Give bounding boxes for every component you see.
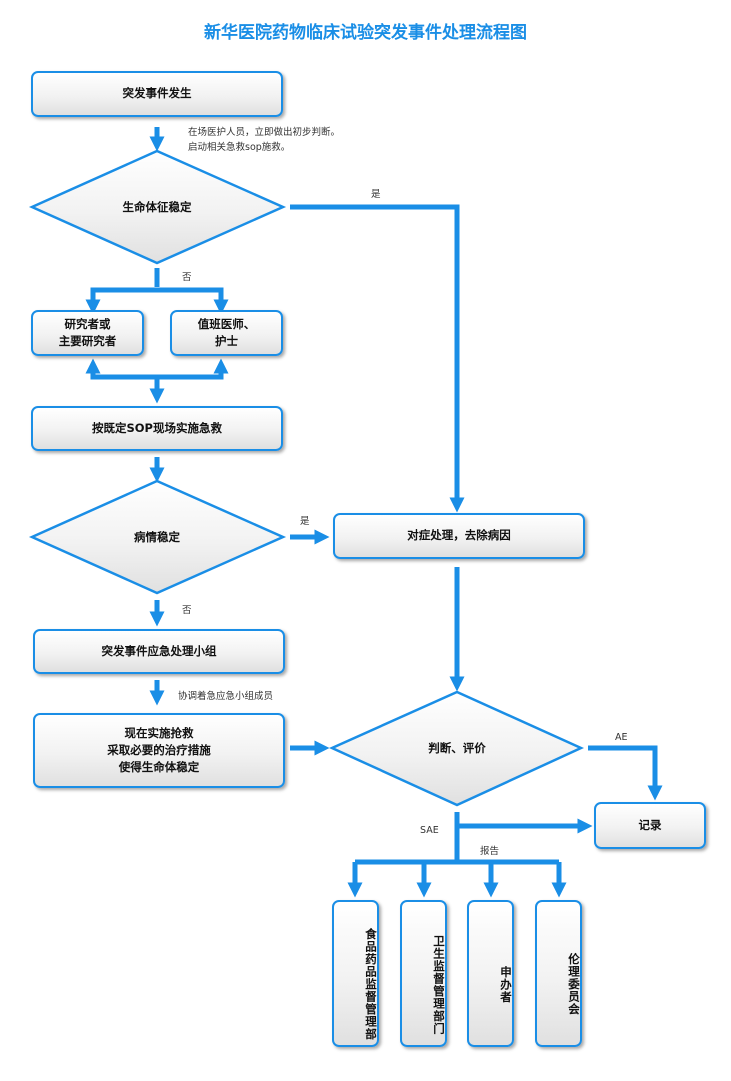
arrow-ae-to-record	[588, 745, 663, 801]
label-sae: SAE	[420, 825, 439, 836]
split-to-staff	[85, 287, 229, 315]
note-onsite: 在场医护人员，立即做出初步判断。 启动相关急救sop施救。	[188, 126, 340, 155]
decision-vital-label: 生命体征稳定	[122, 200, 192, 214]
decision-condition-label: 病情稳定	[134, 530, 180, 544]
node-rescue-line3: 使得生命体稳定	[118, 760, 200, 775]
node-sponsor-label: 申办者	[499, 965, 513, 1004]
label-ae: AE	[615, 732, 628, 743]
node-health-dept: 卫生监督管理部门	[400, 900, 447, 1047]
note-coordinate: 协调着急应急小组成员	[178, 691, 274, 702]
node-researcher-line1: 研究者或	[64, 316, 111, 331]
node-doctor-line2: 护士	[215, 334, 238, 348]
node-researcher-line2: 主要研究者	[58, 334, 117, 348]
node-sop-label: 按既定SOP现场实施急救	[92, 420, 222, 435]
node-rescue-line2: 采取必要的治疗措施	[107, 742, 211, 757]
node-sop-rescue: 按既定SOP现场实施急救	[31, 406, 283, 451]
label-no-condition: 否	[182, 605, 192, 616]
node-ethics: 伦理委员会	[535, 900, 582, 1047]
decision-judge	[328, 690, 585, 807]
decision-vital	[28, 149, 287, 265]
node-doctor-line1: 值班医师、	[197, 316, 256, 331]
page-title: 新华医院药物临床试验突发事件处理流程图	[204, 23, 527, 43]
node-symptomatic: 对症处理，去除病因	[333, 513, 585, 559]
merge-from-staff	[85, 358, 229, 380]
node-fda-label: 食品药品监督管理部	[364, 928, 378, 1041]
node-sponsor: 申办者	[467, 900, 514, 1047]
node-symptomatic-label: 对症处理，去除病因	[407, 528, 511, 543]
decision-condition	[28, 479, 287, 595]
node-event-label: 突发事件发生	[122, 86, 192, 101]
node-record: 记录	[594, 802, 706, 849]
node-rescue-now: 现在实施抢救采取必要的治疗措施使得生命体稳定	[33, 713, 285, 788]
node-event: 突发事件发生	[31, 71, 283, 117]
label-no-vital: 否	[182, 272, 192, 283]
node-record-label: 记录	[638, 817, 662, 832]
arrow-vital-yes	[290, 204, 465, 513]
node-fda: 食品药品监督管理部	[332, 900, 379, 1047]
label-yes-condition: 是	[300, 516, 310, 527]
decision-judge-label: 判断、评价	[428, 741, 486, 755]
node-rescue-line1: 现在实施抢救	[124, 725, 194, 740]
node-emergency-team: 突发事件应急处理小组	[33, 629, 285, 674]
label-report: 报告	[480, 846, 500, 857]
note-onsite-line2: 启动相关急救sop施救。	[188, 141, 291, 153]
note-onsite-line1: 在场医护人员，立即做出初步判断。	[188, 127, 341, 138]
node-team-label: 突发事件应急处理小组	[101, 643, 217, 658]
node-health-label: 卫生监督管理部门	[432, 934, 446, 1035]
label-yes-vital: 是	[371, 189, 381, 200]
node-researcher: 研究者或主要研究者	[31, 310, 144, 356]
node-doctor-nurse: 值班医师、护士	[170, 310, 283, 356]
node-ethics-label: 伦理委员会	[567, 953, 581, 1016]
